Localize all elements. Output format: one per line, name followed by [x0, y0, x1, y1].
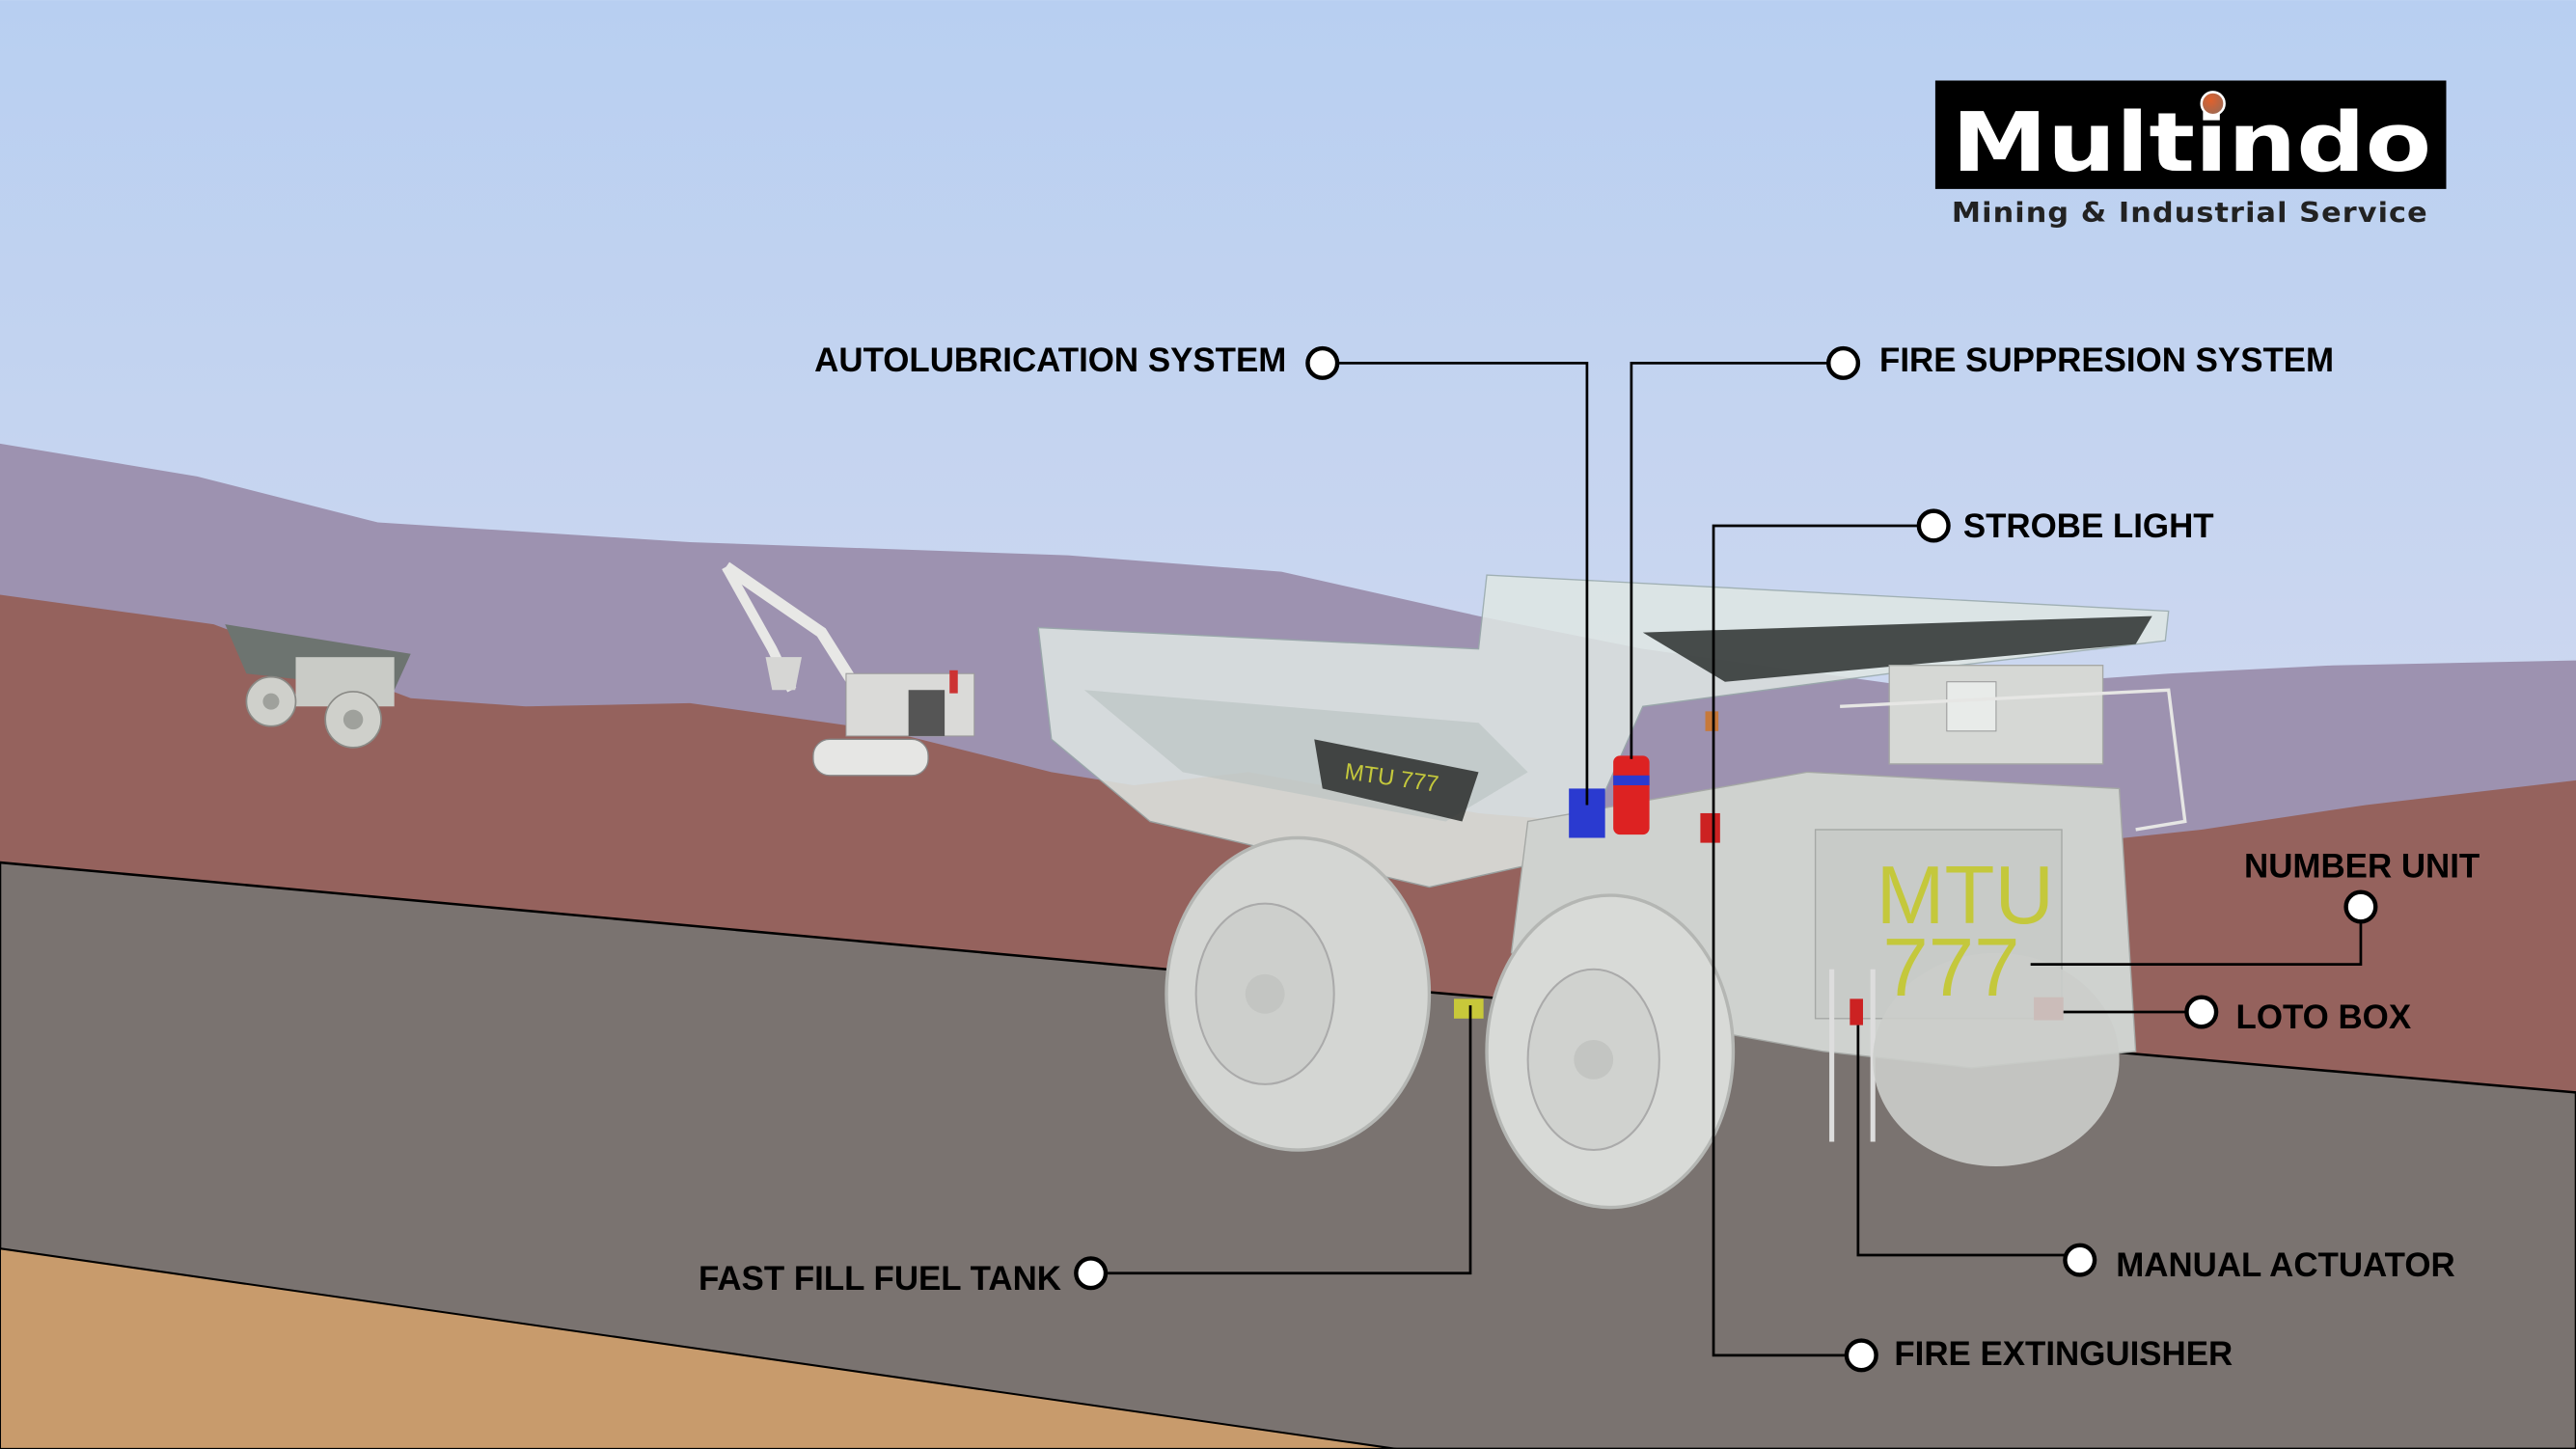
callout-manual-actuator: MANUAL ACTUATOR: [2063, 1243, 2455, 1284]
callout-label: STROBE LIGHT: [1963, 507, 2214, 545]
callout-label: AUTOLUBRICATION SYSTEM: [814, 342, 1286, 379]
callout-fire-suppression: FIRE SUPPRESION SYSTEM: [1826, 342, 2334, 380]
haul-road: [0, 861, 2576, 1449]
leader-lines: [1105, 362, 2363, 1357]
callout-marker[interactable]: [2063, 1243, 2097, 1277]
callout-marker[interactable]: [1826, 345, 1861, 380]
callout-fast-fill-fuel-tank: FAST FILL FUEL TANK: [699, 1256, 1109, 1298]
haul-truck: MTU 777 MTU 777: [1037, 574, 2187, 1210]
callout-label: FIRE EXTINGUISHER: [1894, 1335, 2233, 1373]
callout-label: MANUAL ACTUATOR: [2116, 1246, 2454, 1284]
callout-label: NUMBER UNIT: [2244, 847, 2480, 885]
callout-label: FIRE SUPPRESION SYSTEM: [1879, 342, 2334, 379]
callout-loto-box: LOTO BOX: [2184, 995, 2412, 1036]
callout-marker[interactable]: [1916, 508, 1951, 543]
unit-number-line2: 777: [1882, 922, 2019, 1014]
callout-marker[interactable]: [2343, 889, 2378, 924]
callout-label: LOTO BOX: [2236, 998, 2412, 1036]
callout-marker[interactable]: [1074, 1256, 1109, 1291]
logo-name: Multindo: [1952, 96, 2431, 191]
callout-fire-extinguisher: FIRE EXTINGUISHER: [1844, 1335, 2233, 1373]
callout-marker[interactable]: [1305, 345, 1340, 380]
callout-label: FAST FILL FUEL TANK: [699, 1260, 1061, 1298]
excavator: [722, 561, 975, 777]
callout-number-unit: NUMBER UNIT: [2244, 847, 2480, 924]
distant-dump-truck: [225, 624, 411, 749]
callout-autolubrication: AUTOLUBRICATION SYSTEM: [814, 342, 1340, 380]
unit-number-line1: MTU: [1877, 850, 2054, 942]
callout-marker[interactable]: [1844, 1338, 1878, 1373]
callout-strobe-light: STROBE LIGHT: [1916, 507, 2214, 545]
callout-marker[interactable]: [2184, 995, 2219, 1029]
multindo-logo: Multindo Mining & Industrial Service: [1934, 80, 2447, 229]
logo-tagline: Mining & Industrial Service: [1952, 197, 2428, 229]
